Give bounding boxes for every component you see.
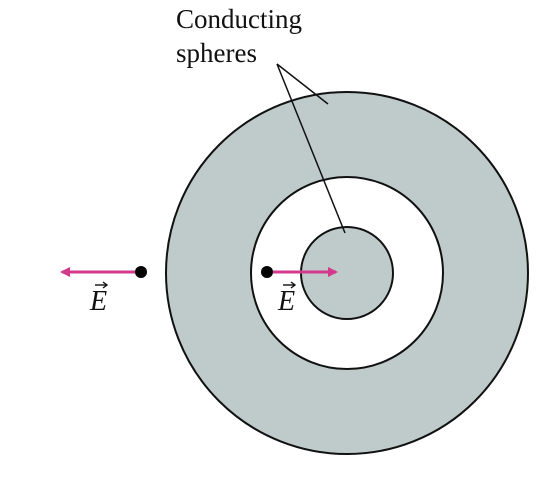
- callout-leader-to-inner-sphere: [276, 63, 346, 234]
- inner-field-point: [261, 266, 273, 278]
- inner-field-label: E: [277, 281, 297, 317]
- callout-label-line1: Conducting: [176, 4, 302, 34]
- inner-field-vector-icon: [283, 281, 297, 289]
- callout-leader-to-outer-shell: [276, 63, 329, 105]
- outer-field-label: E: [89, 281, 109, 317]
- inner-field-label-text: E: [277, 286, 295, 317]
- outer-field-point: [135, 266, 147, 278]
- callout-label-line2: spheres: [176, 38, 257, 68]
- outer-field-label-text: E: [89, 286, 107, 317]
- outer-field-vector-icon: [95, 281, 109, 289]
